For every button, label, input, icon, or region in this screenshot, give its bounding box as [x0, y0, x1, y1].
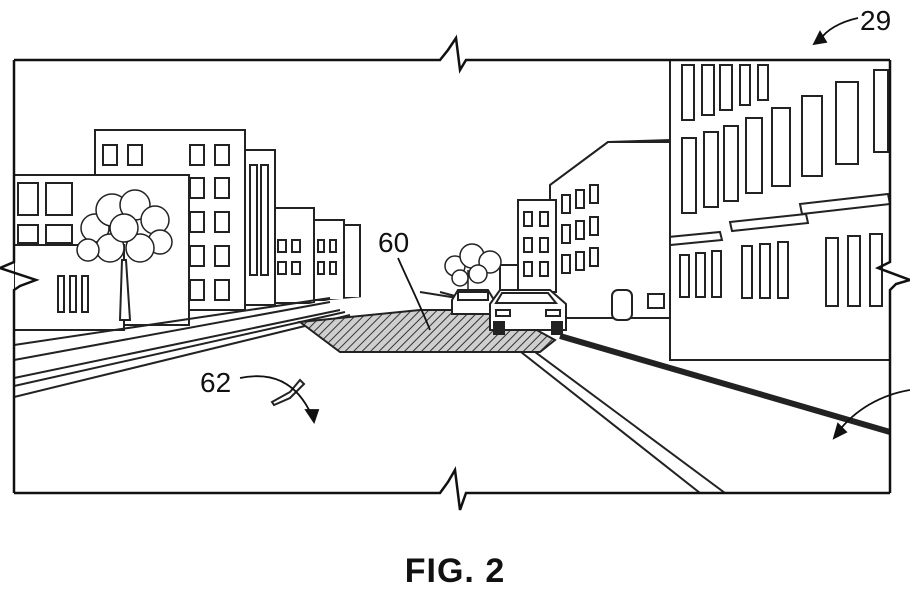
reference-numeral-29: 29 [860, 5, 891, 36]
marker-62 [270, 378, 306, 407]
left-buildings [14, 129, 361, 331]
distant-tree [444, 243, 502, 292]
left-tree [76, 189, 173, 321]
right-far-building [499, 199, 557, 294]
road [14, 291, 890, 493]
leader-lines [239, 17, 910, 440]
reference-numeral-62: 62 [200, 367, 231, 398]
right-near-building [656, 60, 890, 361]
figure-caption: FIG. 2 [404, 552, 506, 590]
right-mid-building [549, 138, 671, 321]
street-scene [14, 60, 890, 493]
figure-frame [0, 34, 910, 511]
cars [451, 289, 567, 335]
reference-numeral-60: 60 [378, 227, 409, 258]
